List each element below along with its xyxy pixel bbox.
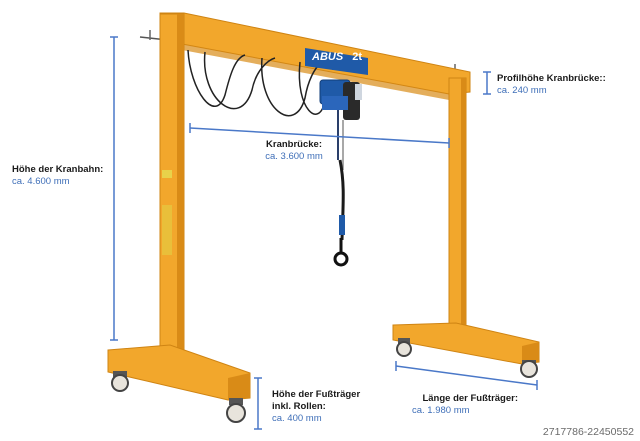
dim-bruecke-line (189, 127, 450, 144)
label-fusstraeger-hoehe-title2: inkl. Rollen: (272, 401, 326, 412)
image-id-watermark: 2717786-22450552 (542, 426, 634, 438)
wheel (520, 360, 538, 378)
wheel (226, 398, 246, 423)
label-fusstraeger-laenge-title: Länge der Fußträger: (422, 393, 518, 404)
label-kranbahn-value: ca. 4.600 mm (12, 176, 70, 187)
label-profil-title: Profilhöhe Kranbrücke:: (497, 73, 606, 84)
right-foot-beam (392, 322, 540, 365)
label-profil: Profilhöhe Kranbrücke:: ca. 240 mm (497, 73, 606, 97)
abus-brand: ABUS (312, 51, 344, 63)
label-fusstraeger-hoehe: Höhe der Fußträger inkl. Rollen: ca. 400… (272, 389, 360, 425)
label-bruecke-title: Kranbrücke: (266, 139, 322, 150)
label-kranbahn: Höhe der Kranbahn: ca. 4.600 mm (12, 164, 103, 188)
abus-logo-text: ABUS 2t (312, 51, 362, 63)
label-kranbahn-title: Höhe der Kranbahn: (12, 164, 104, 175)
dimension-lines (110, 36, 538, 430)
dim-fusstraeger-laenge-line (395, 365, 538, 386)
label-bruecke-value: ca. 3.600 mm (265, 151, 323, 162)
capacity-label: 2t (352, 51, 363, 63)
label-fusstraeger-hoehe-value: ca. 400 mm (272, 413, 322, 424)
label-profil-value: ca. 240 mm (497, 85, 547, 96)
label-fusstraeger-laenge-value: ca. 1.980 mm (412, 405, 470, 416)
label-bruecke: Kranbrücke: ca. 3.600 mm (256, 139, 332, 163)
abus-logo-plate (305, 48, 368, 75)
label-fusstraeger-laenge: Länge der Fußträger: ca. 1.980 mm (412, 393, 518, 417)
wheel (396, 338, 412, 357)
label-fusstraeger-hoehe-title1: Höhe der Fußträger (272, 389, 361, 400)
wheel (111, 371, 129, 392)
